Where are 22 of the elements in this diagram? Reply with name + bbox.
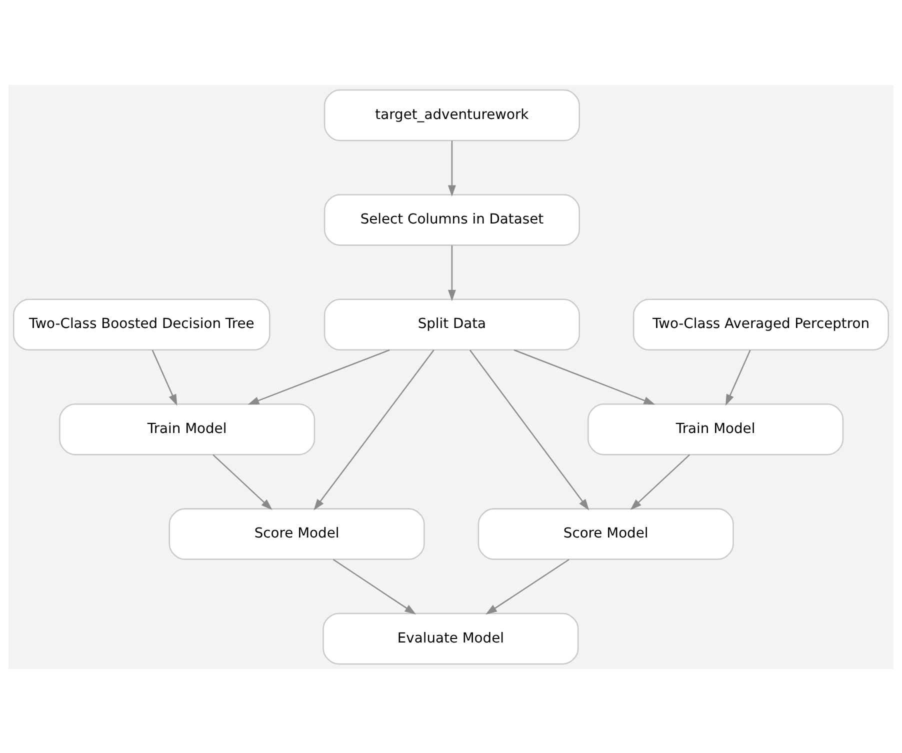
node-box: Evaluate Model [322, 612, 579, 664]
arrow [248, 348, 390, 404]
node-box: Score Model [168, 508, 425, 560]
node-box: Select Columns in Dataset [324, 194, 580, 246]
node-box: Split Data [324, 298, 580, 350]
arrow [514, 348, 656, 404]
arrow [630, 454, 690, 510]
node-box: Train Model [59, 403, 316, 455]
arrow [314, 349, 434, 510]
node-box: Two-Class Boosted Decision Tree [13, 298, 270, 350]
arrow [725, 349, 751, 406]
node-box: target_adventurework [324, 88, 580, 141]
arrow [486, 558, 570, 614]
arrow [332, 558, 416, 614]
node-box: Train Model [588, 403, 844, 455]
arrow [469, 349, 590, 510]
arrow [448, 244, 456, 301]
node-box: Two-Class Averaged Perceptron [632, 298, 889, 350]
arrow [212, 454, 272, 510]
arrow [152, 349, 178, 406]
node-box: Score Model [478, 508, 734, 560]
arrow [448, 140, 456, 196]
